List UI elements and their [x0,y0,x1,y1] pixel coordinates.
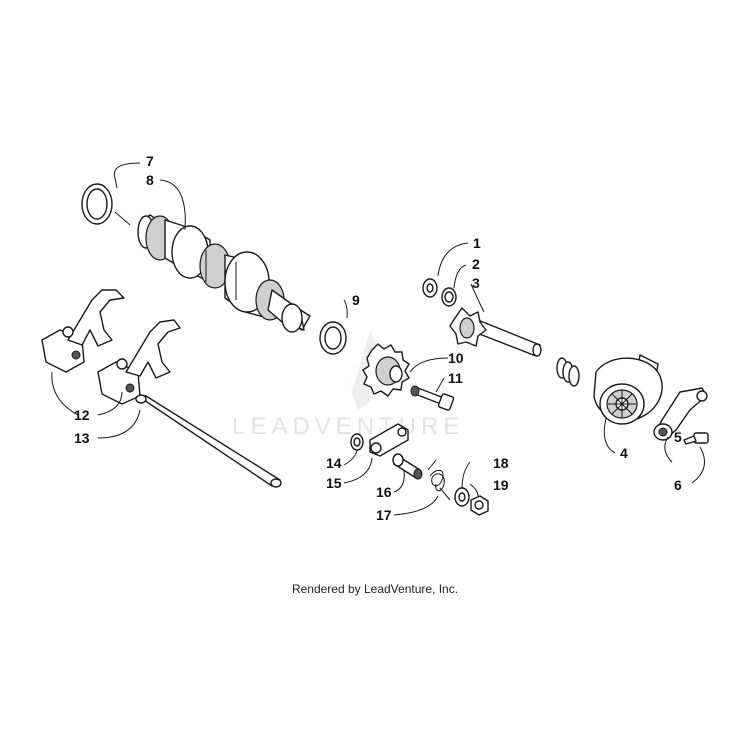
fork-rod-13[interactable] [135,394,282,488]
callout-18: 18 [493,455,509,471]
washer-2[interactable] [441,287,457,307]
washer-9[interactable] [319,321,347,355]
callout-8: 8 [146,172,154,188]
spring-small [556,357,580,387]
washer-14[interactable] [350,433,364,451]
footer-credit: Rendered by LeadVenture, Inc. [291,582,459,596]
washer-1[interactable] [422,278,438,298]
nut-19[interactable] [470,495,489,516]
cam-plate-4[interactable] [593,354,663,425]
callout-4: 4 [620,445,628,461]
callout-13: 13 [74,430,90,446]
callout-6: 6 [674,477,682,493]
bolt-6[interactable] [683,432,709,445]
callout-3: 3 [472,275,480,291]
shift-arm-5[interactable] [653,387,708,441]
callout-11: 11 [448,370,463,386]
callout-14: 14 [326,455,342,471]
shift-shaft-3[interactable] [449,307,542,357]
callout-5: 5 [674,429,682,445]
callout-1: 1 [473,235,481,251]
callout-16: 16 [376,484,392,500]
callout-19: 19 [493,477,509,493]
callout-10: 10 [448,350,464,366]
spring-17[interactable] [427,459,451,501]
callout-17: 17 [376,507,392,523]
link-plate-15[interactable] [369,423,409,457]
o-ring-7[interactable] [81,183,113,225]
pin-16[interactable] [392,453,423,480]
callout-12: 12 [74,407,90,423]
watermark-logo [335,330,382,410]
leader-lines [51,162,705,516]
shift-fork-12b[interactable] [97,319,181,405]
shift-drum-8[interactable] [137,214,311,333]
callout-9: 9 [352,292,360,308]
callout-15: 15 [326,475,342,491]
bolt-11[interactable] [410,385,455,411]
shift-fork-12a[interactable] [41,289,125,373]
watermark-text: LEADVENTURE [232,413,464,440]
washer-18[interactable] [454,487,470,507]
callout-2: 2 [472,256,480,272]
gear-10[interactable] [362,343,410,397]
callout-7: 7 [146,153,154,169]
